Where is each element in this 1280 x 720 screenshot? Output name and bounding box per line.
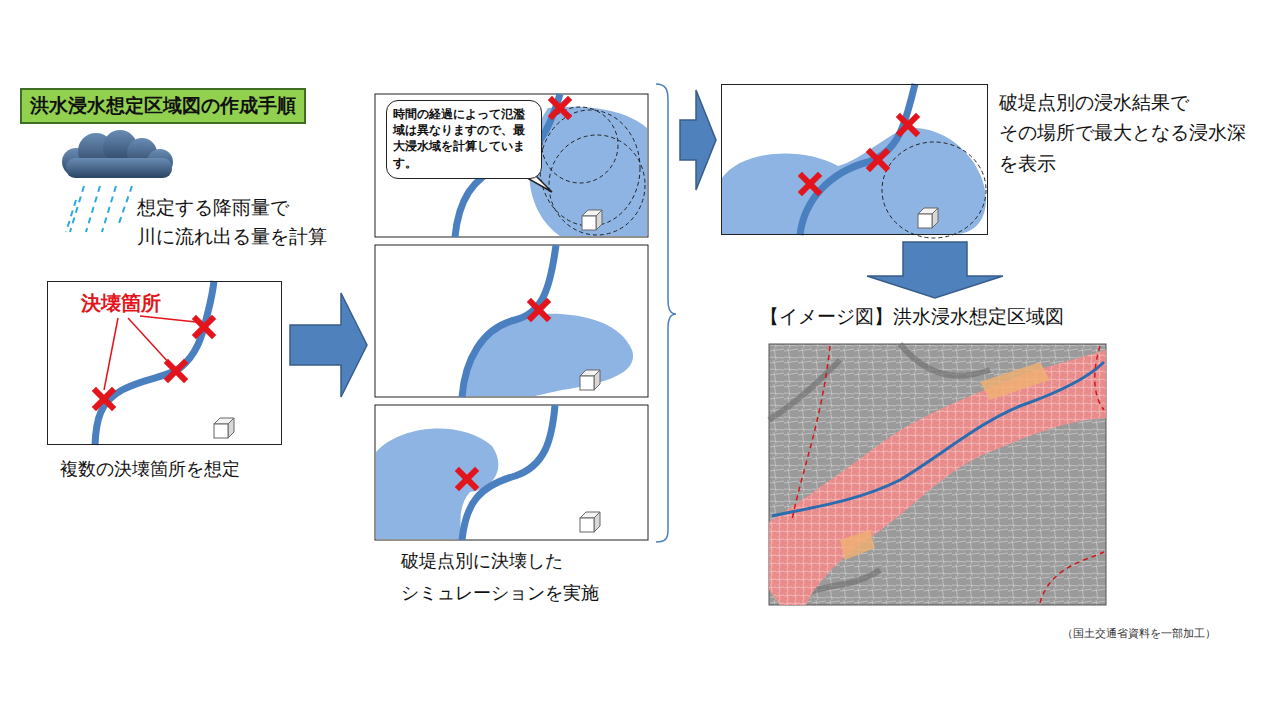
simulation-panel	[375, 405, 648, 540]
hazard-map-panel: 【イメージ図】洪水浸水想定区域図	[760, 302, 1110, 606]
node-text: 時間の経過によって氾濫域は異なりますので、最大浸水域を計算しています。	[393, 106, 535, 171]
node-text: 破堤点別の浸水結果で その場所で最大となる浸水深 を表示	[999, 87, 1246, 178]
block-arrow	[680, 90, 716, 190]
node-text: 破堤点別に決壊した シミュレーションを実施	[401, 545, 599, 608]
source-note: （国土交通省資料を一部加工）	[1062, 626, 1216, 641]
result-panel: 破堤点別の浸水結果で その場所で最大となる浸水深 を表示	[721, 84, 988, 235]
simulation-panel	[375, 94, 648, 237]
rain-note: 想定する降雨量で 川に流れ出る量を計算	[137, 193, 327, 252]
node-text: 【イメージ図】洪水浸水想定区域図	[760, 304, 1110, 330]
bracket	[656, 84, 676, 542]
rain-lines	[66, 186, 132, 232]
block-arrow	[290, 293, 367, 397]
hazard-map	[769, 344, 1106, 605]
block-arrow	[867, 242, 1003, 298]
result-diagram	[722, 84, 986, 238]
node-text: 決壊箇所	[81, 290, 314, 317]
rain-cloud	[62, 130, 173, 178]
simulation-panel	[375, 245, 648, 397]
simulation-group: 破堤点別に決壊した シミュレーションを実施 時間の経過によって氾濫域は異なりますの…	[375, 93, 648, 605]
title-box: 洪水浸水想定区域図の作成手順	[20, 88, 306, 124]
speech-bubble: 時間の経過によって氾濫域は異なりますので、最大浸水域を計算しています。	[386, 100, 542, 179]
node-caption: 複数の決壊箇所を想定	[60, 457, 240, 481]
breach-box: 決壊箇所複数の決壊箇所を想定	[47, 281, 282, 445]
